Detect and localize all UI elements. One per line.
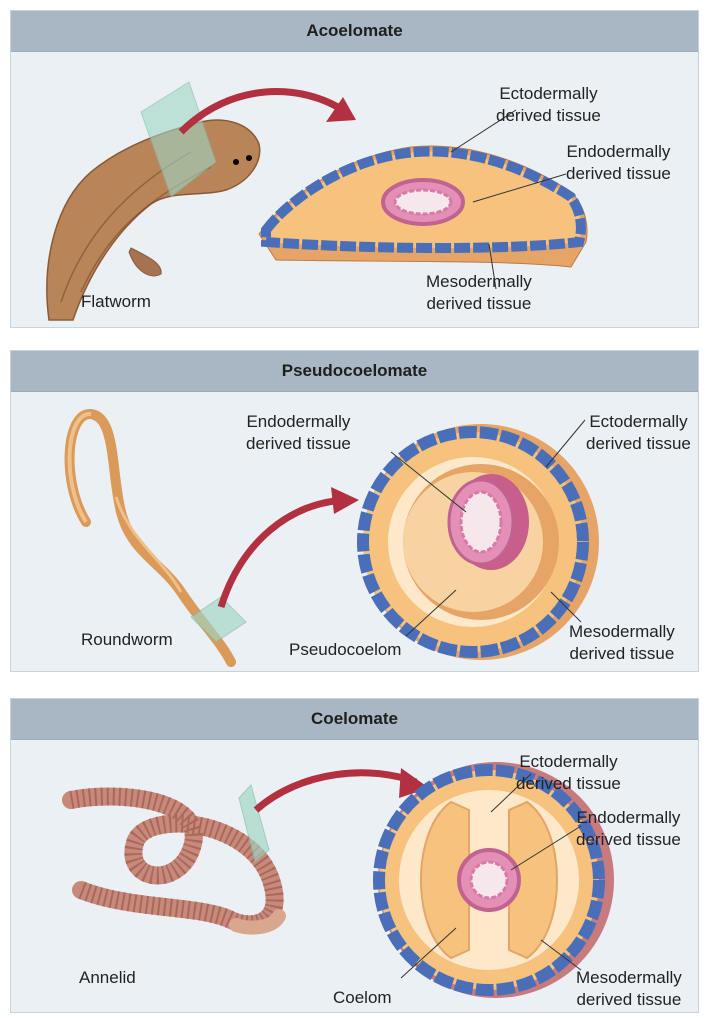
cavity-label: Coelom (333, 987, 392, 1009)
organism-label: Annelid (79, 967, 136, 989)
meso-label: Mesodermallyderived tissue (576, 967, 682, 1011)
ecto-label: Ectodermallyderived tissue (516, 751, 621, 795)
organism-label: Flatworm (81, 291, 151, 313)
panel-acoelomate: Acoelomate Ectodermallyderived tissue (10, 10, 699, 328)
meso-label: Mesodermallyderived tissue (426, 271, 532, 315)
panel-title: Acoelomate (11, 11, 698, 52)
panel-title: Coelomate (11, 699, 698, 740)
transform-arrow (256, 773, 416, 810)
transform-arrow (221, 500, 346, 607)
pseudocoelomate-cross-section (363, 424, 599, 660)
annelid-illustration (71, 785, 279, 928)
endo-label: Endodermallyderived tissue (576, 807, 681, 851)
acoelomate-cross-section (259, 146, 587, 267)
coelomate-cross-section (378, 762, 614, 998)
organism-label: Roundworm (81, 629, 173, 651)
panel-pseudocoelomate: Pseudocoelomate Endodermallyder (10, 350, 699, 672)
panel-title: Pseudocoelomate (11, 351, 698, 392)
panel-coelomate: Coelomate Ectodermallyderived t (10, 698, 699, 1013)
ecto-label: Ectodermallyderived tissue (496, 83, 601, 127)
roundworm-illustration (70, 414, 246, 662)
ecto-label: Ectodermallyderived tissue (586, 411, 691, 455)
cavity-label: Pseudocoelom (289, 639, 401, 661)
flatworm-illustration (47, 82, 260, 320)
meso-label: Mesodermallyderived tissue (569, 621, 675, 665)
endo-label: Endodermallyderived tissue (566, 141, 671, 185)
endo-label: Endodermallyderived tissue (246, 411, 351, 455)
